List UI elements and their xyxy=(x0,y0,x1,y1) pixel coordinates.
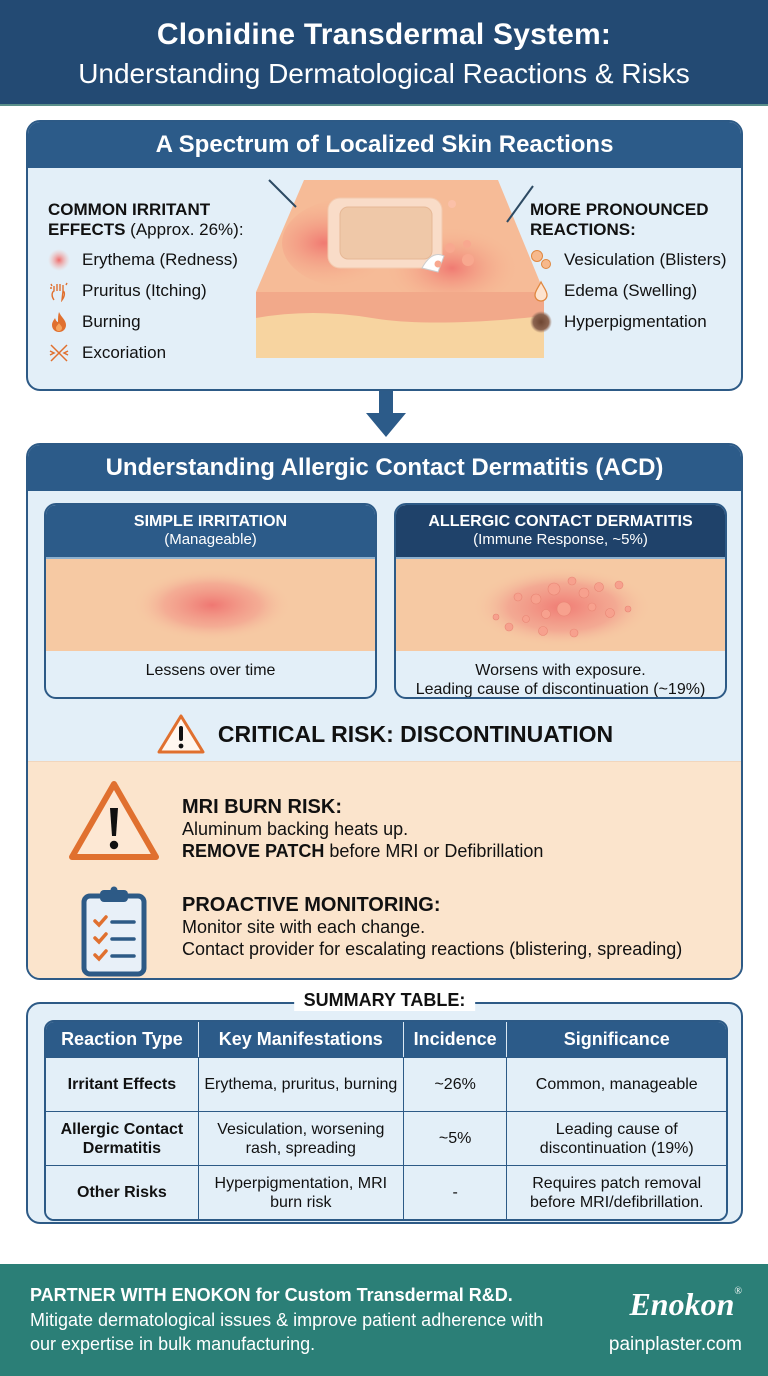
page-subtitle: Understanding Dermatological Reactions &… xyxy=(78,58,690,89)
mri-burn-risk-line2-rest: before MRI or Defibrillation xyxy=(324,841,544,861)
table-row: Other Risks Hyperpigmentation, MRI burn … xyxy=(46,1165,726,1219)
critical-risk-banner: CRITICAL RISK: DISCONTINUATION xyxy=(28,707,741,761)
pronounced-heading: MORE PRONOUNCED REACTIONS: xyxy=(530,200,709,240)
cell-incidence: ~26% xyxy=(403,1057,508,1111)
cell-reaction-type: Allergic Contact Dermatitis xyxy=(46,1111,199,1165)
registered-mark: ® xyxy=(734,1286,742,1297)
droplet-icon xyxy=(530,280,552,302)
scratching-hand-icon xyxy=(48,280,70,302)
proactive-monitoring-line1: Monitor site with each change. xyxy=(182,917,426,937)
simple-irritation-caption: Lessens over time xyxy=(145,662,276,679)
common-item-pruritus: Pruritus (Itching) xyxy=(48,279,207,303)
cell-significance: Leading cause of discontinuation (19%) xyxy=(507,1111,726,1165)
allergic-dermatitis-card: ALLERGIC CONTACT DERMATITIS (Immune Resp… xyxy=(394,503,727,699)
flame-icon xyxy=(48,311,70,333)
cell-reaction-type: Irritant Effects xyxy=(46,1057,199,1111)
simple-irritation-header: SIMPLE IRRITATION (Manageable) xyxy=(46,505,375,557)
simple-irritation-title: SIMPLE IRRITATION xyxy=(133,513,288,530)
proactive-monitoring-title: PROACTIVE MONITORING: xyxy=(182,894,441,916)
table-row: Irritant Effects Erythema, pruritus, bur… xyxy=(46,1057,726,1111)
website-link[interactable]: painplaster.com xyxy=(608,1334,742,1355)
cell-manifestations: Erythema, pruritus, burning xyxy=(198,1057,404,1111)
down-arrow-icon xyxy=(366,391,406,437)
item-label: Burning xyxy=(82,312,141,331)
mri-warning-icon xyxy=(69,781,159,860)
spectrum-panel: A Spectrum of Localized Skin Reactions C… xyxy=(26,120,743,391)
pronounced-heading-line1: MORE PRONOUNCED xyxy=(530,200,709,219)
excoriation-icon xyxy=(48,342,70,364)
common-item-burning: Burning xyxy=(48,310,141,334)
item-label: Pruritus (Itching) xyxy=(82,281,207,300)
table-row: Allergic Contact Dermatitis Vesiculation… xyxy=(46,1111,726,1165)
item-label: Hyperpigmentation xyxy=(564,312,707,331)
mri-burn-risk-line1: Aluminum backing heats up. xyxy=(182,819,409,839)
acd-title: Understanding Allergic Contact Dermatiti… xyxy=(28,445,741,491)
page-title: Clonidine Transdermal System: xyxy=(156,18,612,51)
item-label: Excoriation xyxy=(82,343,167,362)
summary-panel: SUMMARY TABLE: Reaction Type Key Manifes… xyxy=(26,990,743,1224)
page-header: Clonidine Transdermal System: Understand… xyxy=(0,0,768,106)
mri-burn-risk-title: MRI BURN RISK: xyxy=(182,796,342,818)
common-heading-bold: EFFECTS xyxy=(48,220,126,239)
allergic-dermatitis-title: ALLERGIC CONTACT DERMATITIS xyxy=(428,513,693,530)
common-heading-line1: COMMON IRRITANT xyxy=(48,200,211,219)
column-header: Incidence xyxy=(403,1022,508,1057)
acd-panel: Understanding Allergic Contact Dermatiti… xyxy=(26,443,743,980)
cell-reaction-type: Other Risks xyxy=(46,1165,199,1219)
footer-headline: PARTNER WITH ENOKON for Custom Transderm… xyxy=(30,1285,513,1305)
footer-body: Mitigate dermatological issues & improve… xyxy=(30,1310,544,1354)
table-header-row: Reaction Type Key Manifestations Inciden… xyxy=(46,1022,726,1057)
spectrum-title: A Spectrum of Localized Skin Reactions xyxy=(28,122,741,168)
column-header: Key Manifestations xyxy=(198,1022,404,1057)
pronounced-heading-line2: REACTIONS: xyxy=(530,220,636,239)
common-irritant-heading: COMMON IRRITANT EFFECTS (Approx. 26%): xyxy=(48,200,244,240)
simple-irritation-card: SIMPLE IRRITATION (Manageable) Lessens o… xyxy=(44,503,377,699)
summary-table: Reaction Type Key Manifestations Inciden… xyxy=(44,1020,728,1221)
brand-logo[interactable]: Enokon® xyxy=(629,1286,742,1323)
rash-skin-illustration xyxy=(396,557,725,651)
column-header: Reaction Type xyxy=(46,1022,199,1057)
common-item-excoriation: Excoriation xyxy=(48,341,166,365)
item-label: Vesiculation (Blisters) xyxy=(564,250,727,269)
clipboard-checklist-icon xyxy=(81,886,147,977)
critical-risk-text: CRITICAL RISK: DISCONTINUATION xyxy=(217,720,614,747)
proactive-monitoring-block: PROACTIVE MONITORING: Monitor site with … xyxy=(182,894,682,960)
proactive-monitoring-line2: Contact provider for escalating reaction… xyxy=(182,939,683,959)
cell-significance: Common, manageable xyxy=(507,1057,726,1111)
item-label: Erythema (Redness) xyxy=(82,250,238,269)
pigment-spot-icon xyxy=(530,311,552,333)
pronounced-item-edema: Edema (Swelling) xyxy=(530,279,697,303)
common-heading-percent: (Approx. 26%): xyxy=(125,220,244,239)
common-item-erythema: Erythema (Redness) xyxy=(48,248,238,272)
allergic-caption-line1: Worsens with exposure. xyxy=(475,662,646,679)
blisters-icon xyxy=(530,249,552,271)
cell-incidence: - xyxy=(403,1165,508,1219)
cell-significance: Requires patch removal before MRI/defibr… xyxy=(507,1165,726,1219)
warning-triangle-icon xyxy=(157,714,205,754)
skin-patch-illustration xyxy=(256,179,544,358)
simple-irritation-subtitle: (Manageable) xyxy=(164,531,257,548)
pronounced-item-hyperpigmentation: Hyperpigmentation xyxy=(530,310,707,334)
summary-title: SUMMARY TABLE: xyxy=(293,990,476,1011)
allergic-caption-line2: Leading cause of discontinuation (~19%) xyxy=(415,681,706,698)
pronounced-item-vesiculation: Vesiculation (Blisters) xyxy=(530,248,727,272)
redness-spot-icon xyxy=(48,249,70,271)
irritation-skin-illustration xyxy=(46,557,375,651)
item-label: Edema (Swelling) xyxy=(564,281,698,300)
common-heading-line2: EFFECTS (Approx. 26%): xyxy=(48,220,244,240)
column-header: Significance xyxy=(507,1022,726,1057)
allergic-dermatitis-caption: Worsens with exposure. Leading cause of … xyxy=(396,651,725,698)
cell-incidence: ~5% xyxy=(403,1111,508,1165)
cell-manifestations: Hyperpigmentation, MRI burn risk xyxy=(198,1165,404,1219)
alert-zone: MRI BURN RISK: Aluminum backing heats up… xyxy=(28,761,741,978)
cell-manifestations: Vesiculation, worsening rash, spreading xyxy=(198,1111,404,1165)
allergic-dermatitis-header: ALLERGIC CONTACT DERMATITIS (Immune Resp… xyxy=(396,505,725,557)
footer-banner: PARTNER WITH ENOKON for Custom Transderm… xyxy=(0,1264,768,1376)
allergic-dermatitis-subtitle: (Immune Response, ~5%) xyxy=(473,531,648,548)
remove-patch-emphasis: REMOVE PATCH xyxy=(182,841,325,861)
mri-burn-risk-block: MRI BURN RISK: Aluminum backing heats up… xyxy=(182,796,543,862)
brand-name: Enokon xyxy=(629,1286,735,1322)
mri-burn-risk-line2: REMOVE PATCH before MRI or Defibrillatio… xyxy=(182,840,543,862)
